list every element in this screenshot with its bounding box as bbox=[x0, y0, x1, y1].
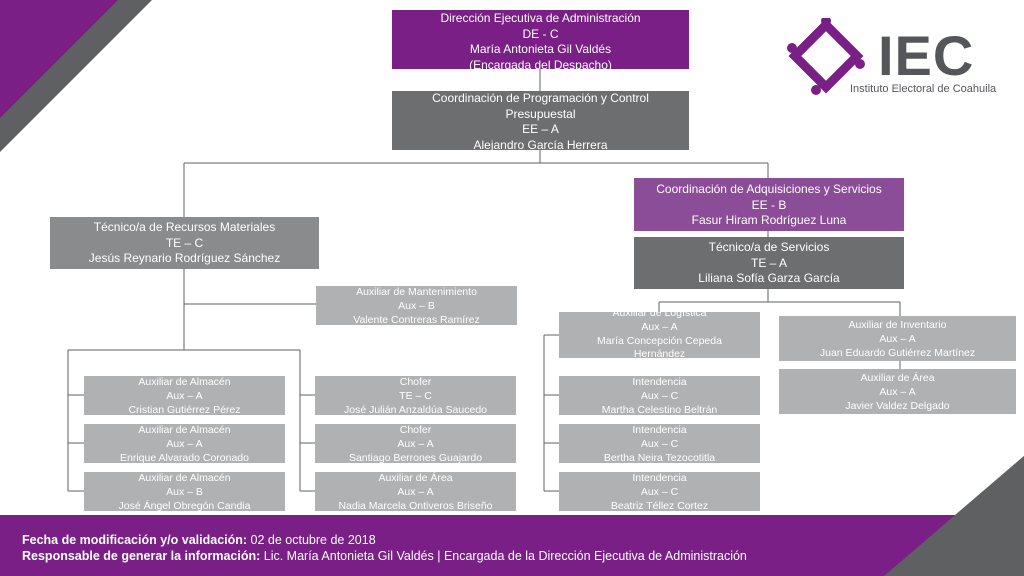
footer-date-label: Fecha de modificación y/o validación: bbox=[22, 533, 248, 547]
corner-decoration-top-left bbox=[0, 0, 152, 152]
iec-diamond-logo-icon bbox=[787, 18, 865, 95]
footer-responsible-label: Responsable de generar la información: bbox=[22, 549, 261, 563]
footer-date-value: 02 de octubre de 2018 bbox=[250, 533, 376, 547]
node-coordinacion-adquisiciones: Coordinación de Adquisiciones y Servicio… bbox=[634, 178, 904, 231]
footer-date-line: Fecha de modificación y/o validación: 02… bbox=[22, 533, 376, 547]
footer-responsible-line: Responsable de generar la información: L… bbox=[22, 549, 747, 563]
corner-decoration-bottom-right-overlay bbox=[884, 456, 1024, 576]
footer-responsible-value: Lic. María Antonieta Gil Valdés | Encarg… bbox=[263, 549, 747, 563]
footer-bar: Fecha de modificación y/o validación: 02… bbox=[0, 515, 1024, 576]
logo-subtitle: Instituto Electoral de Coahuila bbox=[850, 83, 997, 95]
logo-text: IEC bbox=[878, 24, 975, 87]
